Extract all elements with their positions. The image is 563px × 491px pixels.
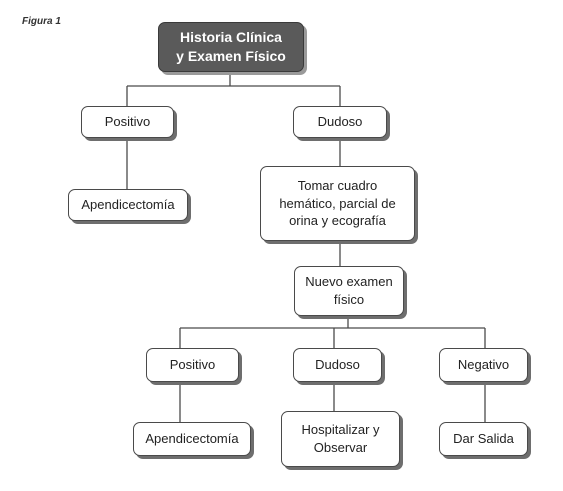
node-positivo-1: Positivo: [81, 106, 174, 138]
node-positivo-1-label: Positivo: [104, 114, 151, 130]
node-apendicectomia-1: Apendicectomía: [68, 189, 188, 221]
node-historia-clinica-label: Historia Clínica y Examen Físico: [176, 29, 286, 64]
node-negativo-label: Negativo: [457, 357, 510, 373]
node-dar-salida: Dar Salida: [439, 422, 528, 456]
node-dudoso-2-label: Dudoso: [315, 357, 360, 373]
node-dudoso-2: Dudoso: [293, 348, 382, 382]
node-tomar-cuadro: Tomar cuadro hemático, parcial de orina …: [260, 166, 415, 241]
node-nuevo-examen: Nuevo examen físico: [294, 266, 404, 316]
node-apendicectomia-1-label: Apendicectomía: [81, 197, 175, 213]
node-historia-clinica: Historia Clínica y Examen Físico: [158, 22, 304, 72]
node-positivo-2: Positivo: [146, 348, 239, 382]
node-dudoso-1: Dudoso: [293, 106, 387, 138]
node-positivo-2-label: Positivo: [169, 357, 216, 373]
node-apendicectomia-2: Apendicectomía: [133, 422, 251, 456]
node-tomar-cuadro-label: Tomar cuadro hemático, parcial de orina …: [279, 178, 396, 229]
node-dar-salida-label: Dar Salida: [453, 431, 514, 447]
node-hospitalizar: Hospitalizar y Observar: [281, 411, 400, 467]
node-negativo: Negativo: [439, 348, 528, 382]
node-hospitalizar-label: Hospitalizar y Observar: [301, 422, 380, 455]
node-nuevo-examen-label: Nuevo examen físico: [305, 274, 393, 307]
figure-label: Figura 1: [22, 16, 61, 27]
node-dudoso-1-label: Dudoso: [317, 114, 363, 130]
node-apendicectomia-2-label: Apendicectomía: [145, 431, 239, 447]
